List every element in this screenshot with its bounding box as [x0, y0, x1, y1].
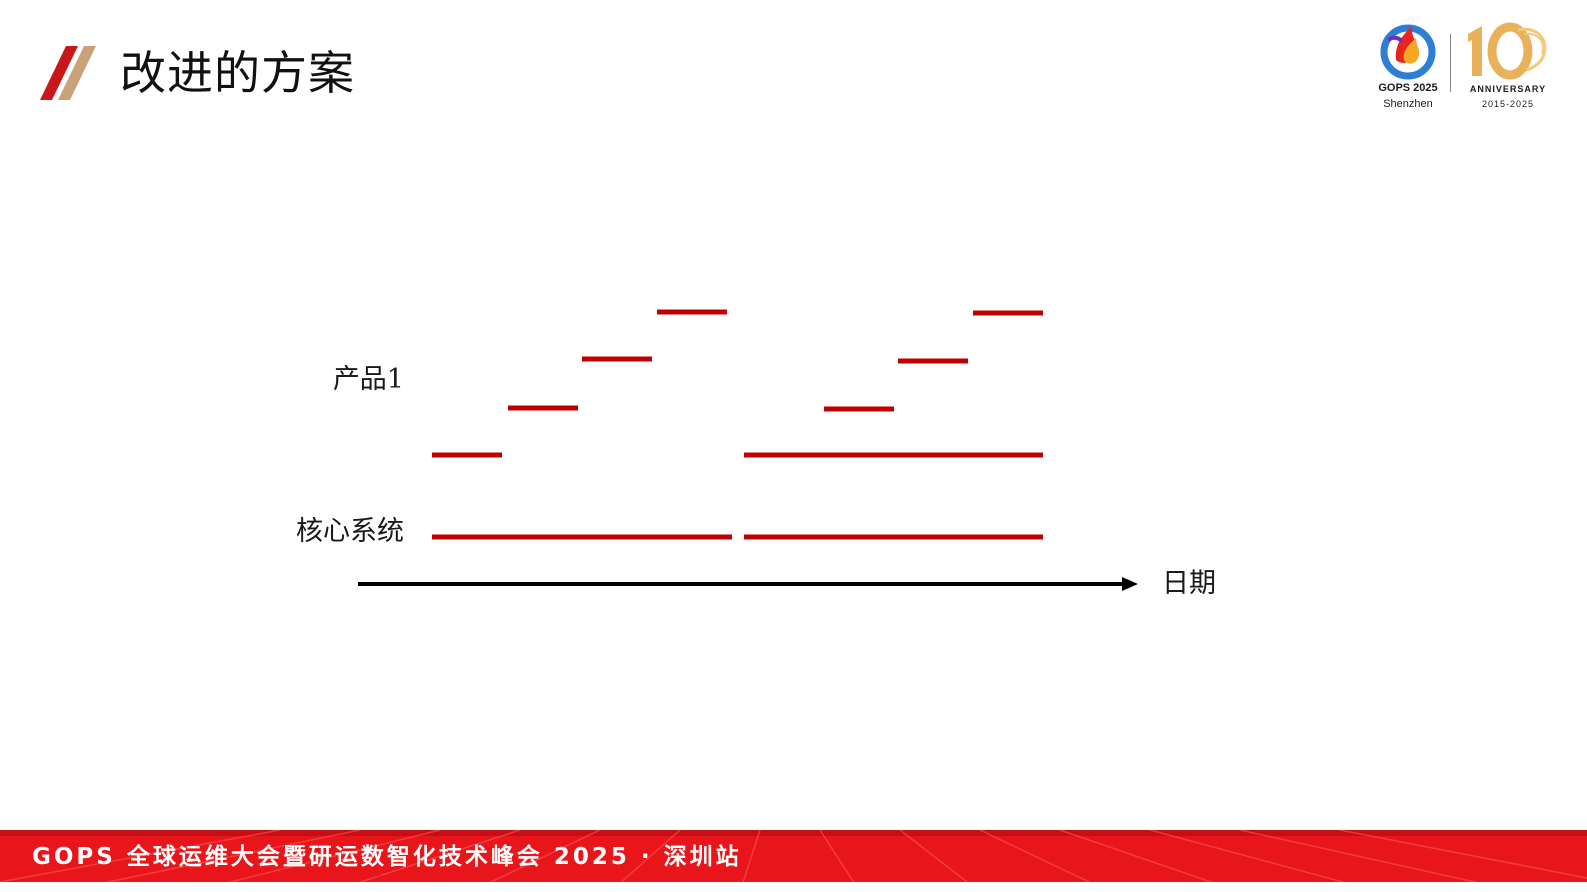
product-segments — [432, 309, 1043, 458]
anniversary-logo-title: ANNIVERSARY — [1469, 84, 1547, 94]
slide-title: 改进的方案 — [120, 46, 355, 100]
date-axis — [358, 577, 1138, 591]
footer-event-title: GOPS 全球运维大会暨研运数智化技术峰会 2025 · 深圳站 — [32, 844, 742, 870]
footer-bottom-strip — [0, 882, 1587, 892]
gops-logo-title: GOPS 2025 — [1378, 82, 1438, 94]
anniversary-10-icon — [1468, 22, 1547, 80]
footer-ray-pattern — [0, 830, 1587, 892]
gops-flame-icon — [1380, 24, 1436, 80]
product-row-label: 产品1 — [332, 364, 404, 395]
core-row-label: 核心系统 — [296, 516, 404, 547]
gops-logo: GOPS 2025 Shenzhen — [1370, 20, 1446, 116]
date-axis-label: 日期 — [1162, 568, 1216, 599]
logo-divider — [1450, 34, 1451, 92]
anniversary-logo-years: 2015-2025 — [1481, 99, 1535, 109]
footer-banner: GOPS 全球运维大会暨研运数智化技术峰会 2025 · 深圳站 — [0, 830, 1587, 892]
axis-arrow-icon — [1122, 577, 1138, 591]
anniversary-logo: ANNIVERSARY 2015-2025 — [1458, 20, 1558, 116]
title-accent-mark — [40, 46, 96, 100]
gops-logo-subtitle: Shenzhen — [1383, 98, 1433, 110]
logo-area: GOPS 2025 Shenzhen ANNIVERSARY 2015-2025 — [1370, 20, 1560, 116]
